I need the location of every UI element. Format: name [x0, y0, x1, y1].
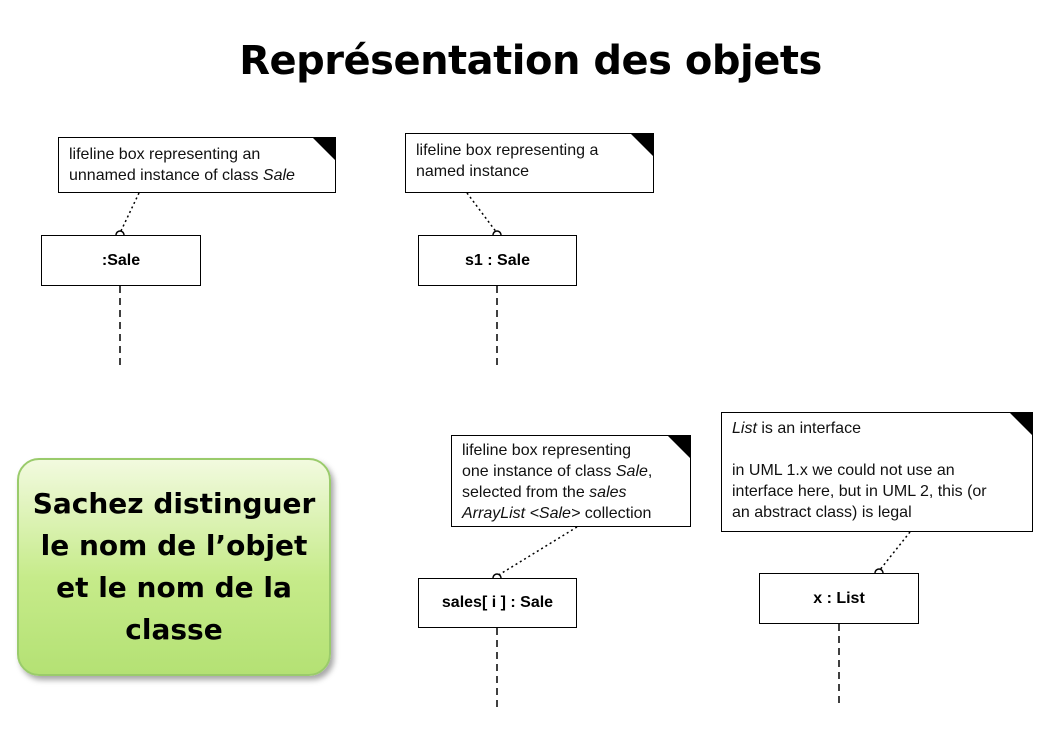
callout-line: le nom de l’objet — [40, 529, 308, 562]
lifeline-box-unnamed-sale: :Sale — [41, 235, 201, 286]
note-link-unnamed — [119, 192, 140, 234]
note-line: lifeline box representing a — [416, 142, 599, 159]
callout-line: Sachez distinguer — [32, 487, 316, 520]
note-line: ArrayList <Sale> collection — [462, 505, 652, 522]
lifeline-box-named-sale: s1 : Sale — [418, 235, 577, 286]
note-sales-item: lifeline box representing one instance o… — [451, 435, 691, 527]
note-line: lifeline box representing — [462, 442, 631, 459]
note-named: lifeline box representing a named instan… — [405, 133, 654, 193]
note-fold-icon — [1009, 412, 1033, 436]
callout-box: Sachez distinguer le nom de l’objet et l… — [17, 458, 331, 676]
note-list: List is an interface in UML 1.x we could… — [721, 412, 1033, 532]
callout-text: Sachez distinguer le nom de l’objet et l… — [33, 483, 316, 651]
note-line: in UML 1.x we could not use an — [732, 462, 955, 479]
lifeline-box-list: x : List — [759, 573, 919, 624]
note-line: List is an interface — [732, 420, 861, 437]
note-fold-icon — [630, 133, 654, 157]
note-line: named instance — [416, 163, 529, 180]
note-line: selected from the sales — [462, 484, 627, 501]
note-line: an abstract class) is legal — [732, 504, 912, 521]
note-line: interface here, but in UML 2, this (or — [732, 483, 987, 500]
note-line: unnamed instance of class Sale — [69, 167, 295, 184]
note-line: one instance of class Sale, — [462, 463, 653, 480]
lifeline-box-sales-item: sales[ i ] : Sale — [418, 578, 577, 628]
note-link-list — [878, 531, 911, 572]
note-link-sales-item — [496, 526, 578, 577]
note-fold-icon — [667, 435, 691, 459]
note-line — [732, 439, 1022, 460]
page-title: Représentation des objets — [239, 38, 822, 84]
note-unnamed: lifeline box representing an unnamed ins… — [58, 137, 336, 193]
note-line: lifeline box representing an — [69, 146, 261, 163]
callout-line: et le nom de la — [56, 571, 292, 604]
note-fold-icon — [312, 137, 336, 161]
note-link-named — [466, 192, 498, 234]
callout-line: classe — [125, 613, 223, 646]
